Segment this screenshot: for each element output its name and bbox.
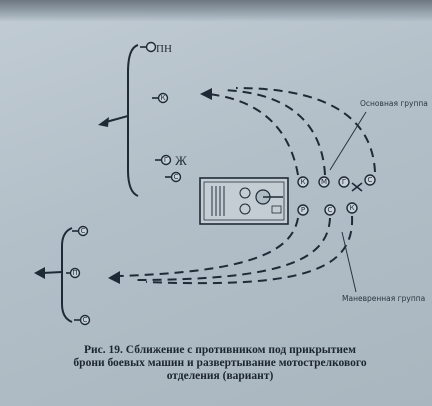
soldier-symbol-s-bottom: С [324,204,336,216]
soldier-symbol-r-bottom: Р [297,204,309,216]
label-k-top: К [161,94,166,102]
maneuver-group-arrow-shaft [41,271,63,274]
main-group-bracket [127,44,139,197]
label-m-right: М [321,178,327,186]
soldier-symbol-m-right: М [318,176,330,188]
caption-line-2: брони боевых машин и развертывание мотос… [73,357,367,369]
label-g-top: Г [164,156,168,164]
label-s-bottom: С [328,206,333,214]
movement-arc-main-3 [235,87,376,173]
figure-caption: Рис. 19. Сближение с противником под при… [30,344,410,383]
label-s-left-2: С [83,316,88,324]
label-g-right: Г [342,178,346,186]
soldier-symbol-g-right: Г [338,176,350,188]
main-arc-arrow-head [200,88,212,100]
label-s-right: С [368,176,373,184]
soldier-symbol-g-zh: Г Ж [155,153,187,168]
movement-arc-maneuver-3 [145,215,354,285]
label-pn: ПН [156,43,172,55]
label-s-top: С [174,173,179,181]
armored-vehicle [199,177,289,225]
soldier-symbol-s-top: С [165,171,182,183]
movement-arc-main-1 [207,93,299,176]
soldier-symbol-k-top: К [152,92,169,104]
movement-arc-main-2 [221,89,326,176]
caption-line-3: отделения (вариант) [166,370,274,382]
maneuver-group-arrow-head [34,267,45,279]
main-group-arrow-shaft [105,115,129,123]
soldier-symbol-k-right: К [297,176,309,188]
label-zh: Ж [175,153,187,168]
maneuver-arc-arrow-head [108,271,120,284]
main-group-leader-line [329,111,367,171]
movement-arc-maneuver-2 [131,217,331,281]
soldier-symbol-s-right: С [364,174,376,186]
label-k-right: К [301,178,306,186]
main-group-arrow-head [98,117,109,127]
caption-line-1: Рис. 19. Сближение с противником под при… [84,344,356,356]
label-p-left: П [72,269,77,277]
crossed-marker [351,182,363,192]
page-edge-shadow [0,0,432,22]
main-group-label: Основная группа [360,99,428,108]
soldier-symbol-pn: ПН [140,41,172,55]
maneuver-group-leader-line [341,231,357,293]
label-k-bottom: К [350,204,355,212]
maneuver-group-label: Маневренная группа [342,294,425,303]
soldier-symbol-s-left-1: С [72,225,89,237]
soldier-symbol-p-left: П [66,267,81,279]
movement-arc-maneuver-1 [117,217,299,277]
label-r-bottom: Р [301,206,305,214]
soldier-symbol-k-bottom: К [346,202,358,214]
label-s-left-1: С [81,227,86,235]
maneuver-group-bracket [61,227,73,323]
soldier-symbol-s-left-2: С [74,314,91,326]
